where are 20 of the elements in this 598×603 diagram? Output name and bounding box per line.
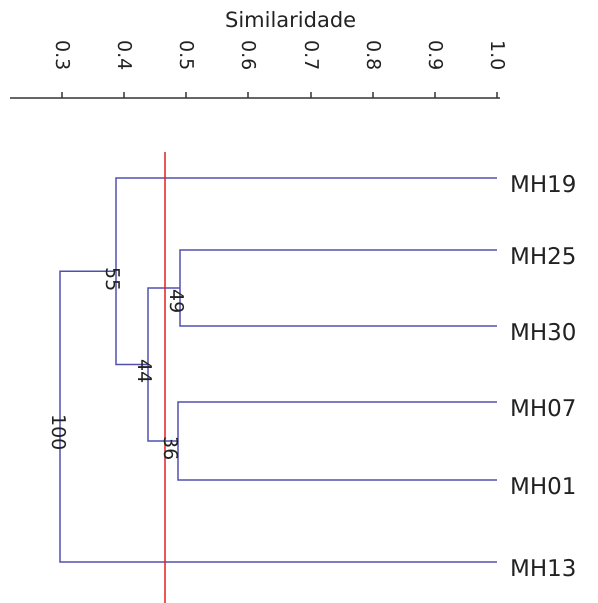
leaf-label: MH30 — [510, 320, 576, 346]
support-value: 55 — [101, 267, 123, 292]
leaf-label: MH13 — [510, 556, 576, 582]
leaf-label: MH01 — [510, 474, 576, 500]
tick-label: 0.6 — [237, 40, 259, 70]
leaf-label: MH25 — [510, 244, 576, 270]
tick-label: 1.0 — [486, 40, 508, 70]
tick-label: 0.7 — [300, 40, 322, 70]
support-value: 44 — [133, 359, 155, 384]
tick-label: 0.5 — [175, 40, 197, 70]
support-value: 100 — [47, 414, 69, 450]
axis-title: Similaridade — [225, 8, 356, 32]
tick-label: 0.3 — [51, 40, 73, 70]
tick-label: 0.9 — [424, 40, 446, 70]
support-value: 49 — [165, 289, 187, 314]
support-value: 36 — [159, 436, 181, 460]
tick-label: 0.8 — [362, 40, 384, 70]
leaf-label: MH07 — [510, 396, 576, 422]
tick-label: 0.4 — [113, 40, 135, 70]
leaf-label: MH19 — [510, 172, 576, 198]
